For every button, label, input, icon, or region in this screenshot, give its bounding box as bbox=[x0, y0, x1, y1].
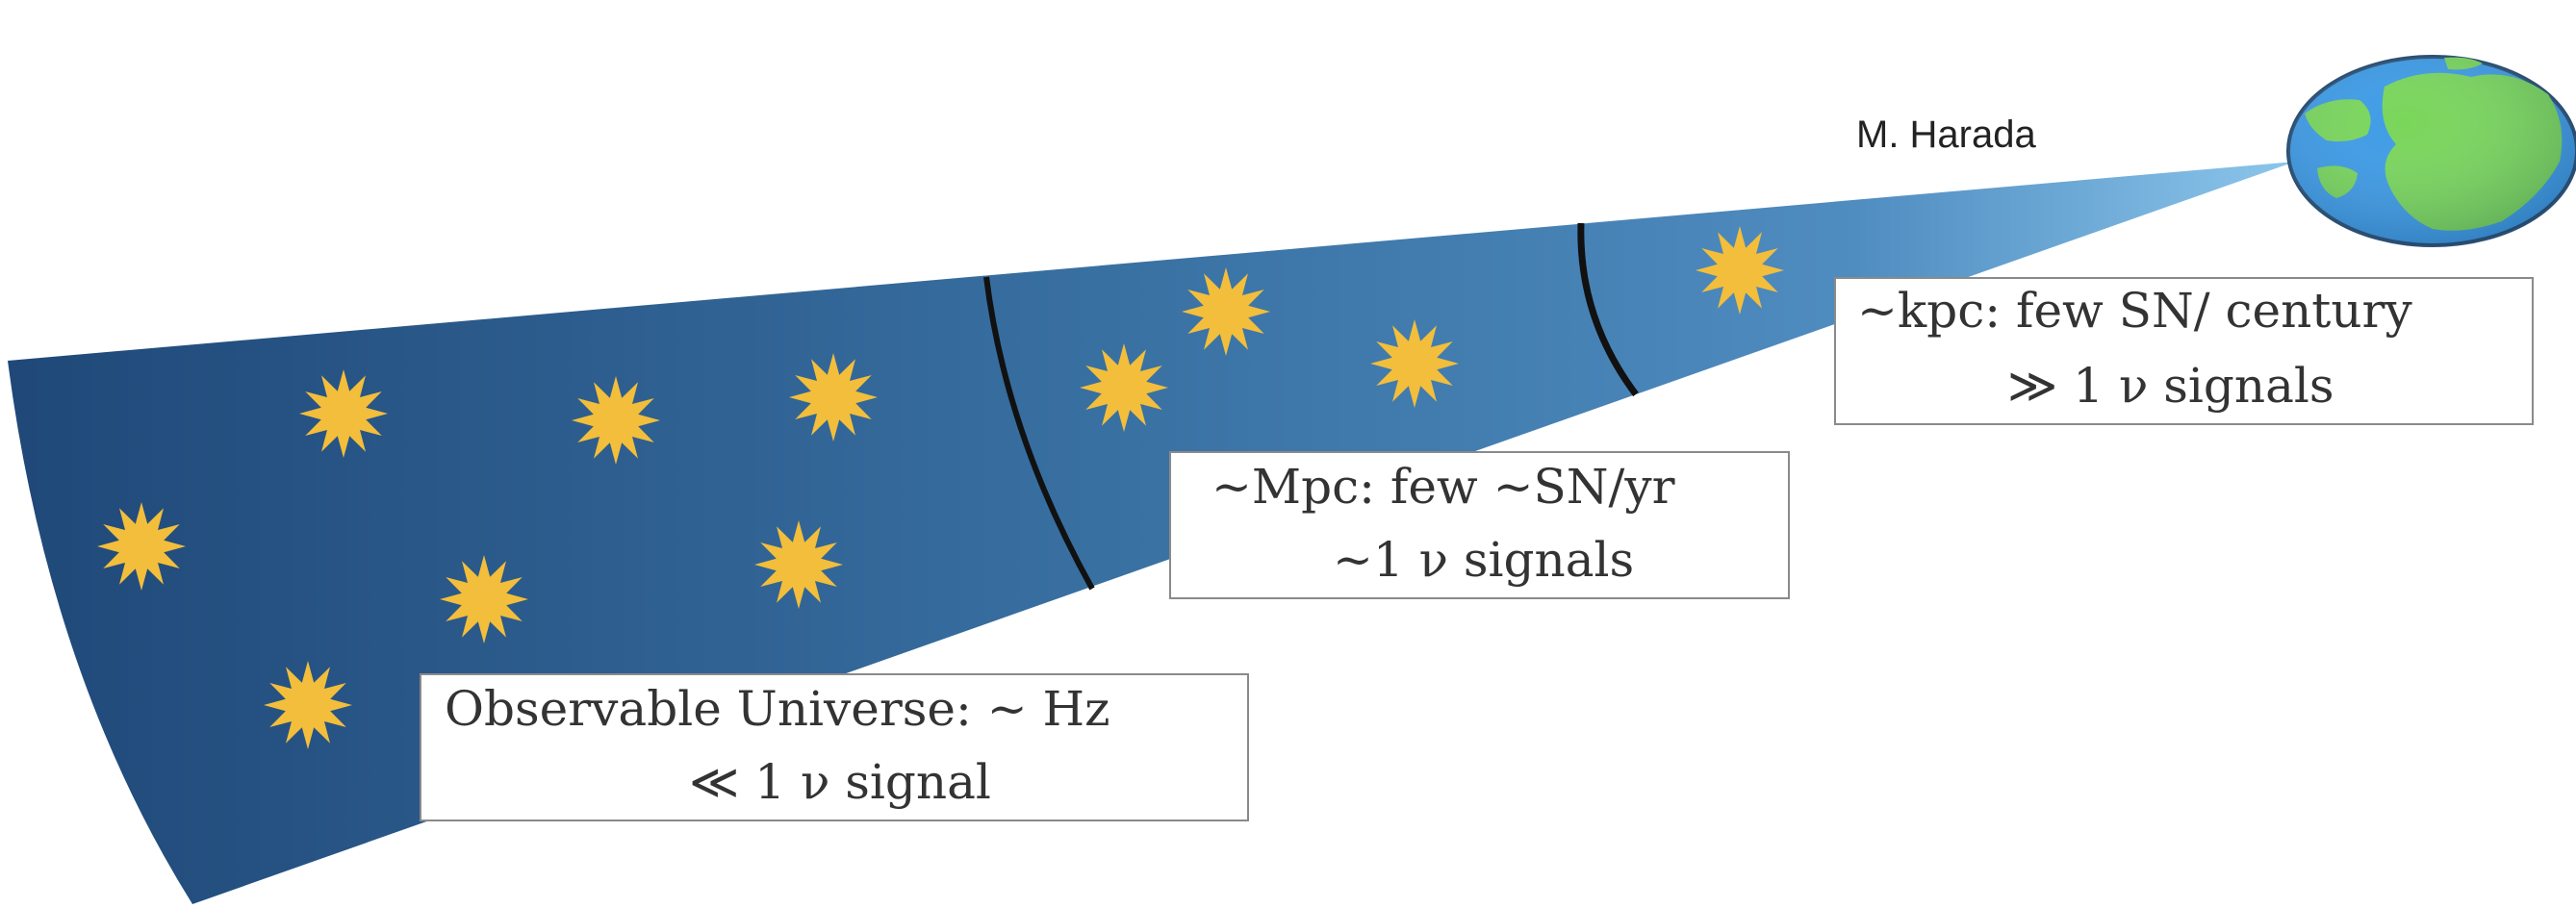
mpc-boundary-arc bbox=[983, 276, 1095, 591]
observable-universe-signal: ≪ 1 ν signal bbox=[689, 754, 991, 810]
kpc-signal: ≫ 1 ν signals bbox=[2007, 358, 2334, 414]
label-box-observable-universe: Observable Universe: ~ Hz ≪ 1 ν signal bbox=[420, 673, 1249, 821]
star-icon bbox=[1370, 319, 1459, 408]
star-icon bbox=[299, 369, 388, 458]
label-box-kpc: ~kpc: few SN/ century ≫ 1 ν signals bbox=[1834, 277, 2534, 425]
star-icon bbox=[1696, 226, 1784, 315]
star-icon bbox=[1080, 343, 1168, 432]
author-credit: M. Harada bbox=[1856, 114, 2036, 156]
observable-universe-rate: Observable Universe: ~ Hz bbox=[445, 681, 1110, 737]
star-icon bbox=[97, 502, 186, 591]
star-icon bbox=[572, 376, 660, 465]
kpc-rate: ~kpc: few SN/ century bbox=[1857, 283, 2412, 339]
mpc-signal: ~1 ν signals bbox=[1333, 532, 1635, 588]
earth-icon bbox=[2286, 55, 2576, 247]
label-box-mpc: ~Mpc: few ~SN/yr ~1 ν signals bbox=[1169, 451, 1790, 599]
supernova-stars bbox=[97, 226, 1784, 749]
star-icon bbox=[440, 555, 528, 643]
kpc-boundary-arc bbox=[1577, 222, 1639, 397]
star-icon bbox=[789, 353, 878, 441]
mpc-rate: ~Mpc: few ~SN/yr bbox=[1211, 459, 1675, 515]
star-icon bbox=[1182, 267, 1270, 356]
star-icon bbox=[754, 520, 843, 609]
star-icon bbox=[264, 661, 352, 749]
